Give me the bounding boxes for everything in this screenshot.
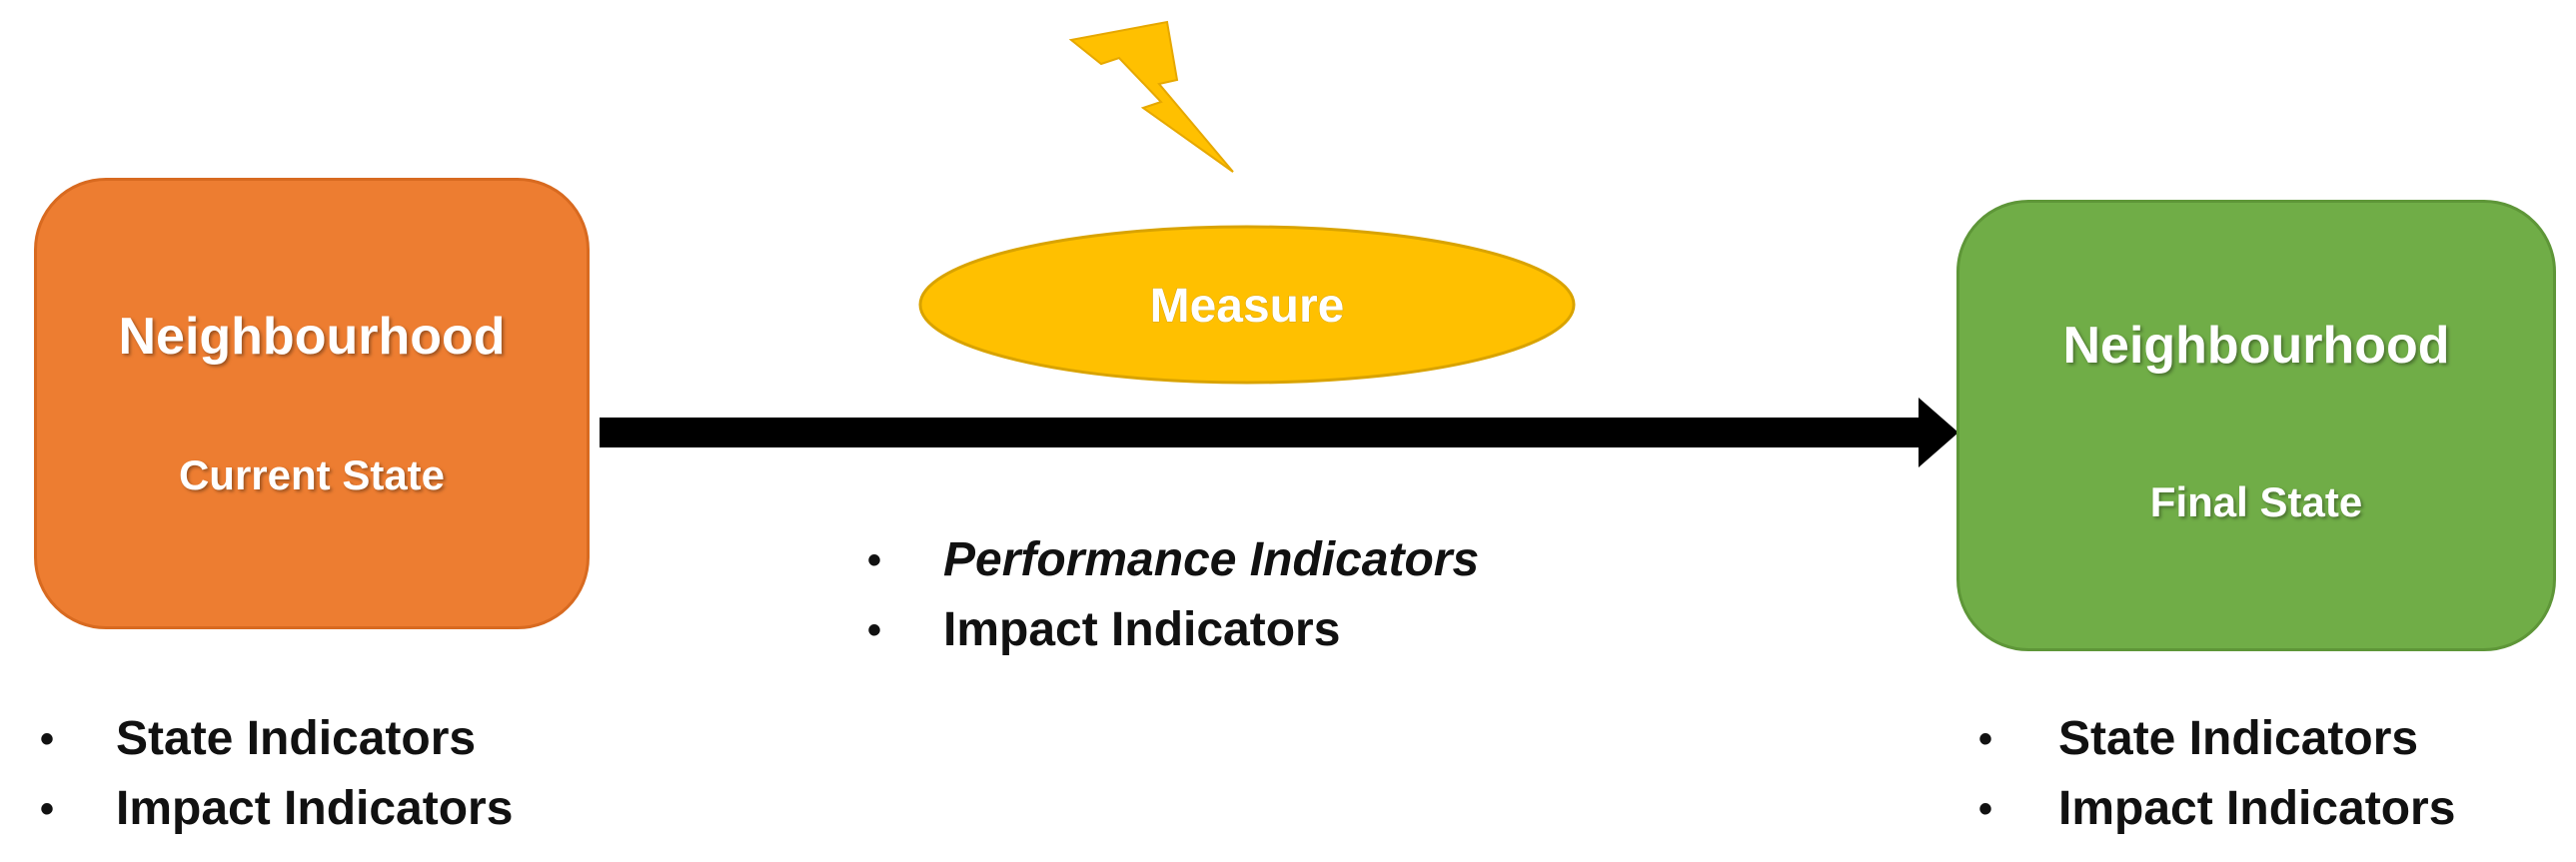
bullet-dot: •: [867, 538, 882, 582]
measure-label: Measure: [1150, 280, 1345, 333]
bullet-dot: •: [1978, 717, 1993, 761]
current-state-subtitle: Current State: [178, 451, 446, 498]
process-arrow-head: [1919, 398, 1958, 467]
indicator-label: Impact Indicators: [116, 782, 514, 835]
final-state-subtitle: Final State: [2149, 478, 2363, 525]
indicator-label: State Indicators: [116, 712, 477, 765]
lightning-bolt-icon: [1068, 20, 1234, 173]
bullet-dot: •: [1978, 787, 1993, 831]
list-item: • Impact Indicators: [40, 774, 600, 844]
current-state-box: Neighbourhood Current State: [34, 178, 590, 629]
final-state-title: Neighbourhood: [2062, 317, 2450, 375]
indicator-label: Impact Indicators: [943, 603, 1341, 656]
list-item: • State Indicators: [40, 704, 600, 774]
final-state-indicator-list: • State Indicators • Impact Indicators: [1978, 704, 2568, 844]
list-item: • State Indicators: [1978, 704, 2568, 774]
process-arrow-shaft: [600, 418, 1932, 447]
list-item: • Performance Indicators: [867, 525, 1627, 595]
measure-indicator-list: • Performance Indicators • Impact Indica…: [867, 525, 1627, 665]
current-state-indicator-list: • State Indicators • Impact Indicators: [40, 704, 600, 844]
list-item: • Impact Indicators: [1978, 774, 2568, 844]
indicator-label: Impact Indicators: [2058, 782, 2456, 835]
final-state-box: Neighbourhood Final State: [1956, 200, 2556, 651]
bullet-dot: •: [867, 608, 882, 652]
bullet-dot: •: [40, 717, 55, 761]
indicator-label: Performance Indicators: [943, 533, 1480, 586]
measure-ellipse: [918, 225, 1576, 385]
current-state-title: Neighbourhood: [118, 308, 506, 366]
indicator-label: State Indicators: [2058, 712, 2419, 765]
list-item: • Impact Indicators: [867, 595, 1627, 665]
bullet-dot: •: [40, 787, 55, 831]
